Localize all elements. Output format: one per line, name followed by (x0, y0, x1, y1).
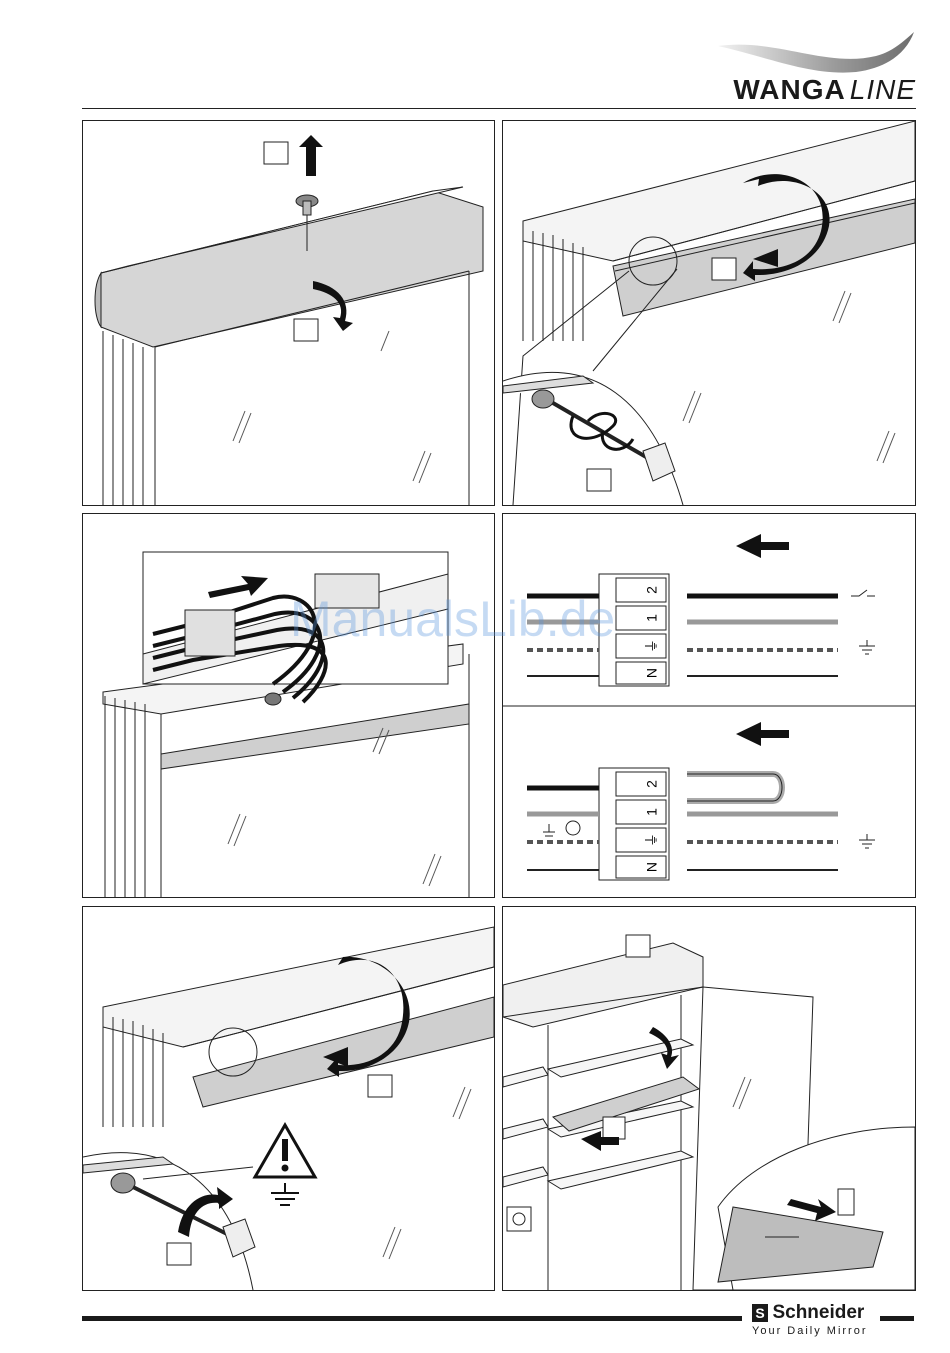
step-panel-remove-cover (82, 120, 495, 506)
company-tagline: Your Daily Mirror (752, 1325, 868, 1337)
step-panel-unscrew-socket (502, 120, 916, 506)
terminal-label-ground-top: ⏚ (644, 639, 660, 653)
header-divider (82, 108, 916, 109)
step-panel-shelf (502, 906, 916, 1291)
brand-bold: WANGA (733, 74, 845, 105)
brand-italic: LINE (850, 74, 916, 105)
terminal-label-2-top: 2 (644, 586, 660, 594)
footer-rule-right (880, 1316, 914, 1321)
terminal-label-n-bottom: N (644, 862, 660, 872)
step-panel-reinsert-socket (82, 906, 495, 1291)
terminal-label-ground-bottom: ⏚ (644, 833, 660, 847)
terminal-label-n-top: N (644, 668, 660, 678)
terminal-label-1-bottom: 1 (644, 808, 660, 816)
company-name: Schneider (772, 1302, 864, 1323)
step-panel-wiring (82, 513, 495, 898)
brand-swoosh-icon (716, 28, 916, 78)
terminal-label-1-top: 1 (644, 614, 660, 622)
logo-mark-icon: S (752, 1304, 768, 1322)
terminal-label-2-bottom: 2 (644, 780, 660, 788)
company-logo: S Schneider (752, 1302, 864, 1324)
step-panel-terminal-diagram: 2 1 ⏚ N 2 1 ⏚ N (502, 513, 916, 898)
footer-rule-left (82, 1316, 742, 1321)
